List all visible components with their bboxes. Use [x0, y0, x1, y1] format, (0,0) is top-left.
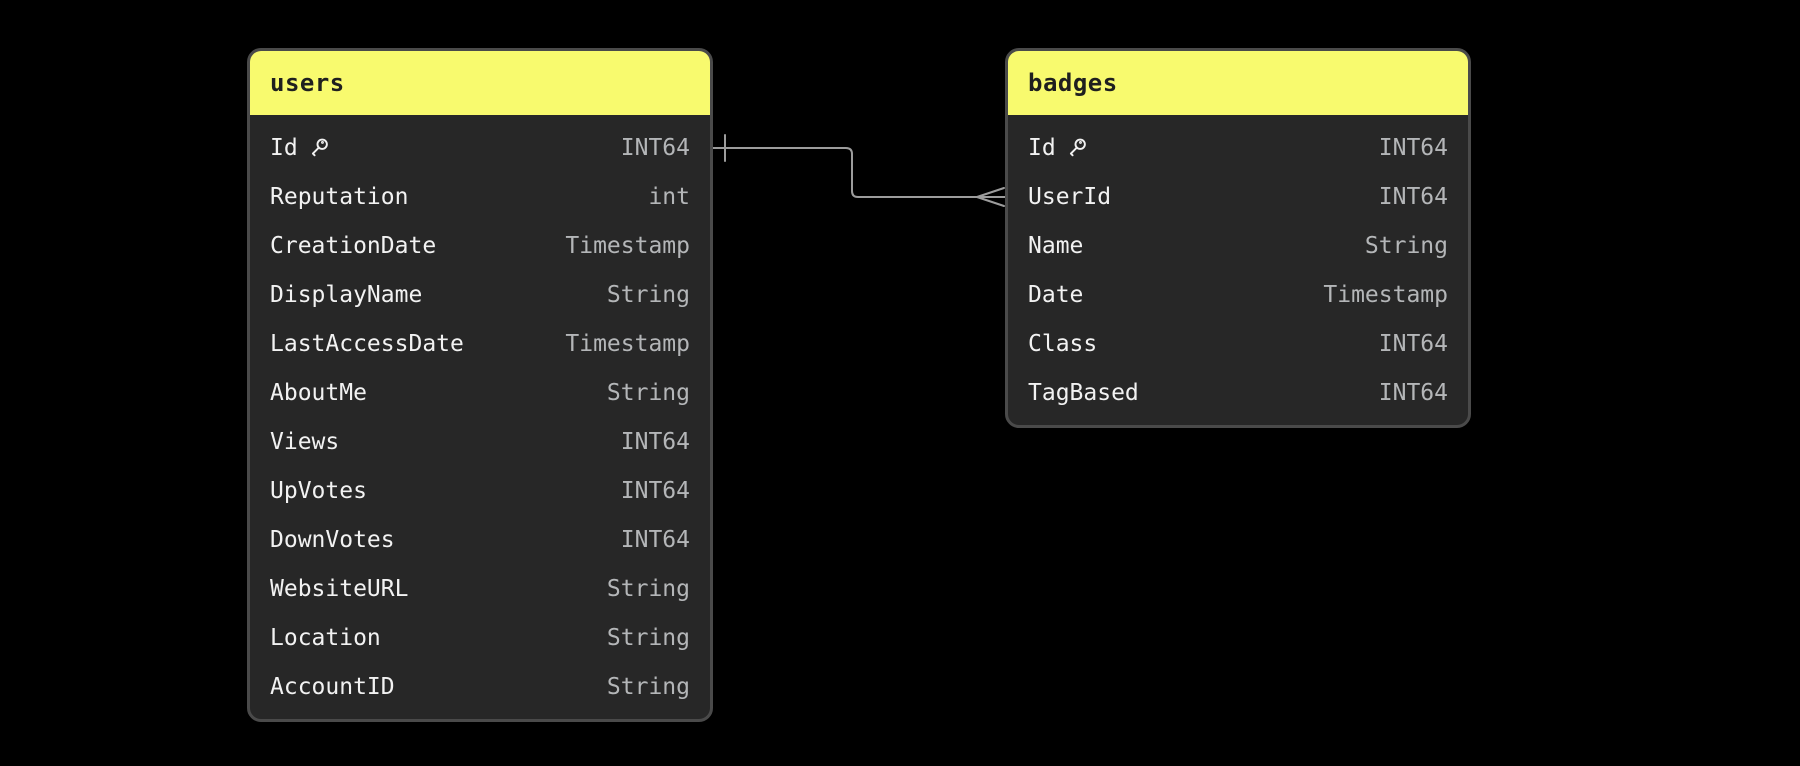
field-type: int [648, 183, 690, 210]
field-name: UserId [1028, 183, 1112, 210]
field-row-name[interactable]: Name String [1008, 221, 1468, 270]
field-row-date[interactable]: Date Timestamp [1008, 270, 1468, 319]
field-row-aboutme[interactable]: AboutMe String [250, 368, 710, 417]
field-row-views[interactable]: Views INT64 [250, 417, 710, 466]
field-type: INT64 [620, 428, 690, 455]
field-name: TagBased [1028, 379, 1139, 406]
field-name: DownVotes [270, 526, 395, 553]
field-row-class[interactable]: Class INT64 [1008, 319, 1468, 368]
field-row-lastaccessdate[interactable]: LastAccessDate Timestamp [250, 319, 710, 368]
field-row-userid[interactable]: UserId INT64 [1008, 172, 1468, 221]
field-type: String [1364, 232, 1448, 259]
field-type: INT64 [1378, 134, 1448, 161]
field-name: AboutMe [270, 379, 367, 406]
field-type: String [606, 379, 690, 406]
field-name: Views [270, 428, 340, 455]
field-type: INT64 [620, 134, 690, 161]
field-row-downvotes[interactable]: DownVotes INT64 [250, 515, 710, 564]
entity-title: users [270, 69, 345, 97]
field-type: String [606, 624, 690, 651]
field-row-tagbased[interactable]: TagBased INT64 [1008, 368, 1468, 417]
relationship-connector[interactable] [712, 147, 1006, 198]
entity-header-users[interactable]: users [250, 51, 710, 115]
field-name: Location [270, 624, 381, 651]
field-name: Reputation [270, 183, 409, 210]
field-name: Name [1028, 232, 1084, 259]
entity-header-badges[interactable]: badges [1008, 51, 1468, 115]
field-type: String [606, 673, 690, 700]
field-row-accountid[interactable]: AccountID String [250, 662, 710, 711]
field-type: INT64 [1378, 183, 1448, 210]
field-name: UpVotes [270, 477, 367, 504]
field-name: Date [1028, 281, 1084, 308]
field-name: Id [270, 135, 331, 161]
field-type: Timestamp [565, 232, 690, 259]
field-name: AccountID [270, 673, 395, 700]
field-type: INT64 [1378, 379, 1448, 406]
entity-title: badges [1028, 69, 1118, 97]
field-row-location[interactable]: Location String [250, 613, 710, 662]
field-row-creationdate[interactable]: CreationDate Timestamp [250, 221, 710, 270]
field-row-id[interactable]: Id INT64 [1008, 123, 1468, 172]
field-type: INT64 [1378, 330, 1448, 357]
field-type: String [606, 281, 690, 308]
field-name: Id [1028, 135, 1089, 161]
field-row-reputation[interactable]: Reputation int [250, 172, 710, 221]
primary-key-icon [1066, 136, 1089, 159]
field-row-id[interactable]: Id INT64 [250, 123, 710, 172]
field-type: INT64 [620, 477, 690, 504]
many-cardinality-crow-foot-icon [976, 187, 1005, 207]
field-type: String [606, 575, 690, 602]
field-type: Timestamp [565, 330, 690, 357]
field-name: WebsiteURL [270, 575, 409, 602]
primary-key-icon [308, 136, 331, 159]
field-type: INT64 [620, 526, 690, 553]
relationship-users-badges[interactable] [712, 134, 1006, 207]
field-row-upvotes[interactable]: UpVotes INT64 [250, 466, 710, 515]
field-name: LastAccessDate [270, 330, 464, 357]
field-row-websiteurl[interactable]: WebsiteURL String [250, 564, 710, 613]
field-name: CreationDate [270, 232, 437, 259]
field-name: Class [1028, 330, 1098, 357]
field-name: DisplayName [270, 281, 423, 308]
field-type: Timestamp [1323, 281, 1448, 308]
field-row-displayname[interactable]: DisplayName String [250, 270, 710, 319]
